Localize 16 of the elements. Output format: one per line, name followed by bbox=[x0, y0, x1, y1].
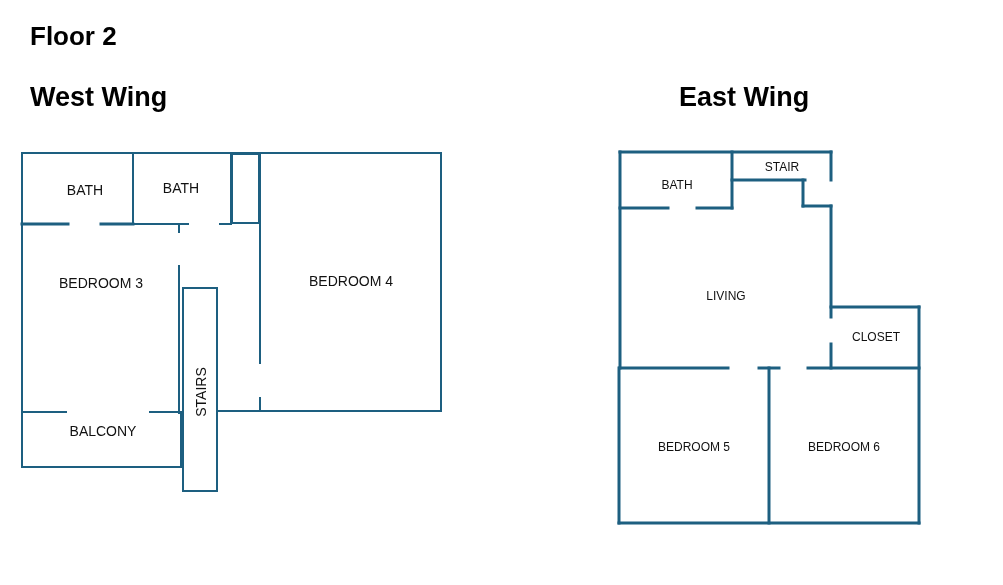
wing-heading: West Wing bbox=[30, 84, 168, 111]
room-label: BEDROOM 5 bbox=[658, 441, 730, 453]
room-label: BEDROOM 4 bbox=[309, 274, 393, 288]
room-label: STAIRS bbox=[194, 367, 208, 417]
room-label: BATH bbox=[66, 183, 104, 197]
room-label: BEDROOM 3 bbox=[59, 276, 143, 290]
room-label: LIVING bbox=[706, 290, 746, 302]
room-label: BALCONY bbox=[69, 424, 137, 438]
room-label: BEDROOM 6 bbox=[808, 441, 880, 453]
room-label: STAIR bbox=[764, 161, 800, 173]
room-outline bbox=[231, 153, 260, 224]
floor-title: Floor 2 bbox=[30, 23, 117, 49]
wing-heading: East Wing bbox=[679, 84, 810, 111]
room-label: CLOSET bbox=[852, 331, 900, 343]
room-label: BATH bbox=[661, 179, 693, 191]
room-label: BATH bbox=[162, 181, 200, 195]
